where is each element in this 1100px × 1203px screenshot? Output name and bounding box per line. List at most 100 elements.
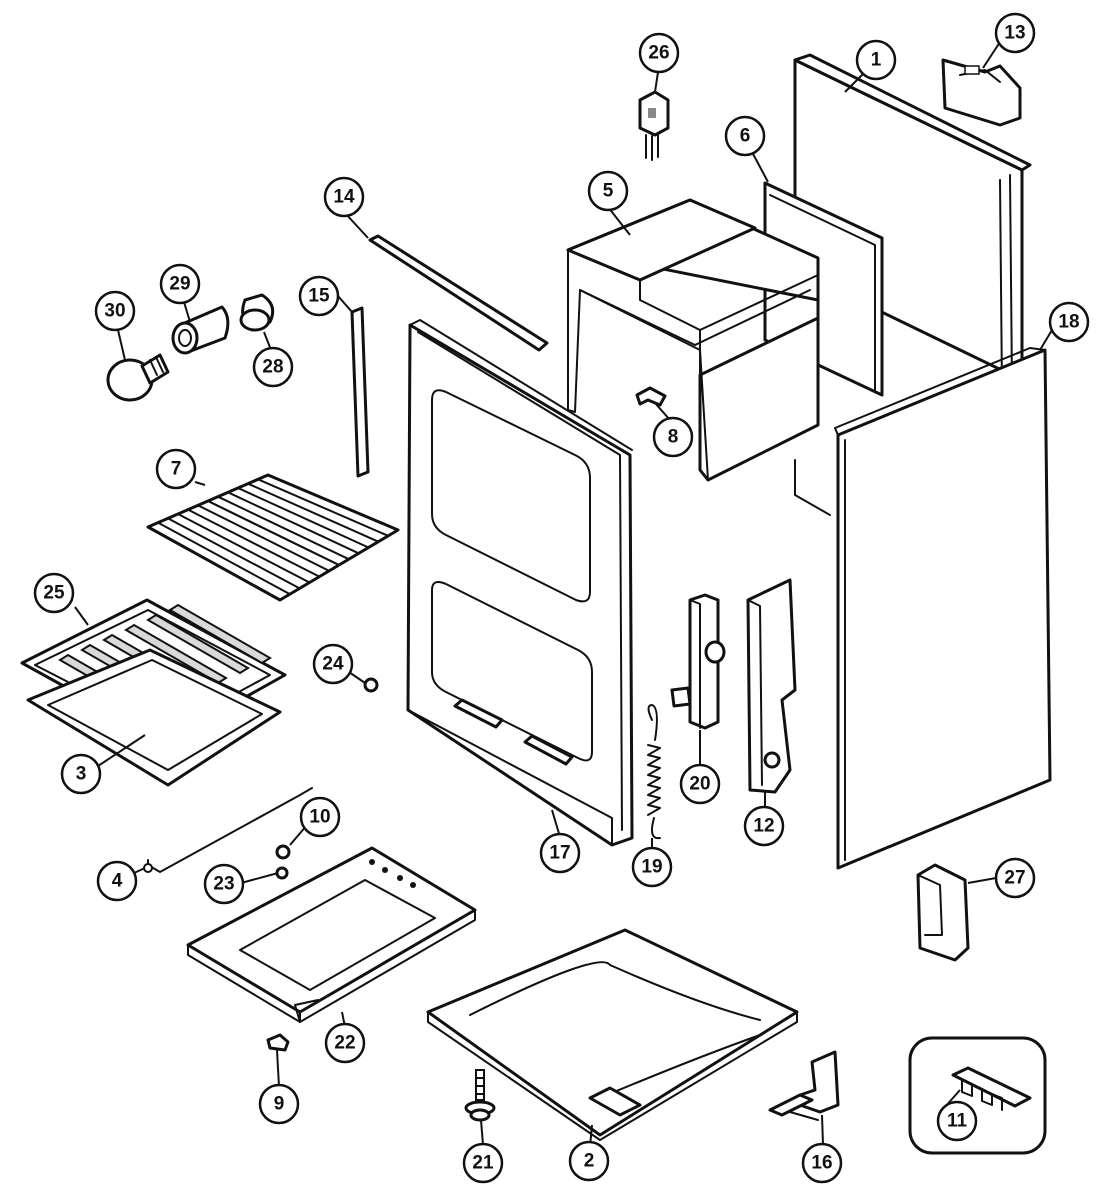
- callout-15-label: 15: [308, 286, 330, 307]
- callout-30-label: 30: [104, 301, 125, 322]
- callout-2-label: 2: [584, 1151, 595, 1172]
- callout-26: 26: [638, 32, 680, 74]
- part-23-nut: [275, 866, 289, 880]
- callout-9: 9: [258, 1083, 300, 1125]
- part-14-trim-strip: [368, 234, 549, 352]
- callout-17: 17: [539, 832, 581, 874]
- callout-4: 4: [96, 860, 138, 902]
- callout-28: 28: [252, 346, 294, 388]
- part-26-terminal: [638, 90, 670, 161]
- callout-19: 19: [631, 846, 673, 888]
- rack-wire: [177, 513, 311, 584]
- callout-3: 3: [60, 753, 102, 795]
- rack-wire: [247, 482, 380, 543]
- callout-8-label: 8: [668, 427, 679, 448]
- callout-4-label: 4: [112, 871, 123, 892]
- callout-18: 18: [1048, 301, 1090, 343]
- part-2-oven-bottom: [426, 928, 799, 1141]
- callout-18-label: 18: [1058, 312, 1079, 333]
- broiler-rib: [168, 603, 272, 665]
- callout-2: 2: [568, 1140, 610, 1182]
- callout-30: 30: [94, 290, 136, 332]
- rack-wire: [217, 495, 350, 561]
- callout-20: 20: [679, 763, 721, 805]
- callout-19-label: 19: [641, 857, 662, 878]
- callout-24: 24: [312, 643, 354, 685]
- rack-wire: [197, 504, 331, 572]
- callout-29-label: 29: [169, 274, 190, 295]
- callout-12-label: 12: [753, 816, 774, 837]
- part-4-rod: [143, 787, 313, 873]
- callout-26-label: 26: [648, 43, 669, 64]
- part-30-bulb: [106, 353, 170, 402]
- callout-8: 8: [652, 416, 694, 458]
- callout-14-label: 14: [333, 187, 355, 208]
- callout-1-label: 1: [871, 50, 882, 71]
- callout-10: 10: [299, 796, 341, 838]
- callout-15: 15: [298, 275, 340, 317]
- callout-23: 23: [203, 863, 245, 905]
- part-7-oven-rack: [146, 473, 400, 602]
- part-19-spring: [647, 704, 661, 840]
- callout-5: 5: [587, 170, 629, 212]
- callout-27-label: 27: [1004, 868, 1025, 889]
- part-29-socket: [171, 305, 230, 355]
- part-24-nut: [363, 677, 379, 693]
- rack-wire: [167, 517, 301, 590]
- callout-21: 21: [462, 1142, 504, 1184]
- part-21-leg: [464, 1069, 496, 1122]
- rack-wire: [237, 487, 370, 549]
- callout-22-label: 22: [334, 1033, 355, 1054]
- part-5-liner: [566, 198, 820, 482]
- callout-25: 25: [33, 572, 75, 614]
- part-16-bracket: [768, 1050, 840, 1121]
- part-27-bracket: [916, 863, 970, 962]
- callout-23-label: 23: [213, 874, 234, 895]
- callout-1: 1: [855, 39, 897, 81]
- rack-center-wire: [207, 500, 340, 566]
- callout-10-label: 10: [309, 807, 330, 828]
- callout-22: 22: [324, 1022, 366, 1064]
- rack-wire: [157, 521, 291, 596]
- part-20-hinge: [670, 593, 726, 730]
- callout-20-label: 20: [689, 774, 710, 795]
- callout-21-label: 21: [472, 1153, 494, 1174]
- callout-7-label: 7: [171, 459, 182, 480]
- part-9-clip: [266, 1033, 290, 1052]
- part-11-inset: [908, 1036, 1047, 1155]
- callout-12: 12: [743, 805, 785, 847]
- callout-17-label: 17: [549, 843, 570, 864]
- callout-3-label: 3: [76, 764, 87, 785]
- callout-27: 27: [994, 857, 1036, 899]
- part-12-hinge-receptacle: [746, 578, 797, 794]
- rack-wire: [257, 478, 390, 537]
- callout-6-label: 6: [740, 126, 751, 147]
- callout-25-label: 25: [43, 583, 65, 604]
- callout-14: 14: [323, 176, 365, 218]
- part-13-bracket: [941, 58, 1022, 127]
- callout-11-label: 11: [947, 1111, 968, 1132]
- callout-5-label: 5: [603, 181, 614, 202]
- rack-wire: [227, 491, 360, 555]
- part-28-lamp-cover: [239, 293, 275, 332]
- part-8-clip: [635, 386, 667, 407]
- part-18-side-panel: [834, 347, 1052, 870]
- broiler-rib: [124, 623, 228, 685]
- callout-13: 13: [994, 12, 1036, 54]
- part-22-drawer-frame: [186, 846, 477, 1023]
- leader-lines: [74, 41, 1053, 1148]
- part-3-broiler-pan: [26, 648, 282, 787]
- callout-6: 6: [724, 115, 766, 157]
- callout-16: 16: [801, 1142, 843, 1184]
- callout-24-label: 24: [322, 654, 344, 675]
- callout-11: 11: [936, 1100, 978, 1142]
- rack-wire: [187, 508, 321, 578]
- part-17-door-frame: [406, 319, 634, 847]
- broiler-rib: [146, 613, 250, 675]
- callout-28-label: 28: [262, 357, 283, 378]
- callout-7: 7: [155, 448, 197, 490]
- part-15-vertical-trim: [350, 306, 370, 478]
- callout-29: 29: [159, 263, 201, 305]
- callout-13-label: 13: [1004, 23, 1025, 44]
